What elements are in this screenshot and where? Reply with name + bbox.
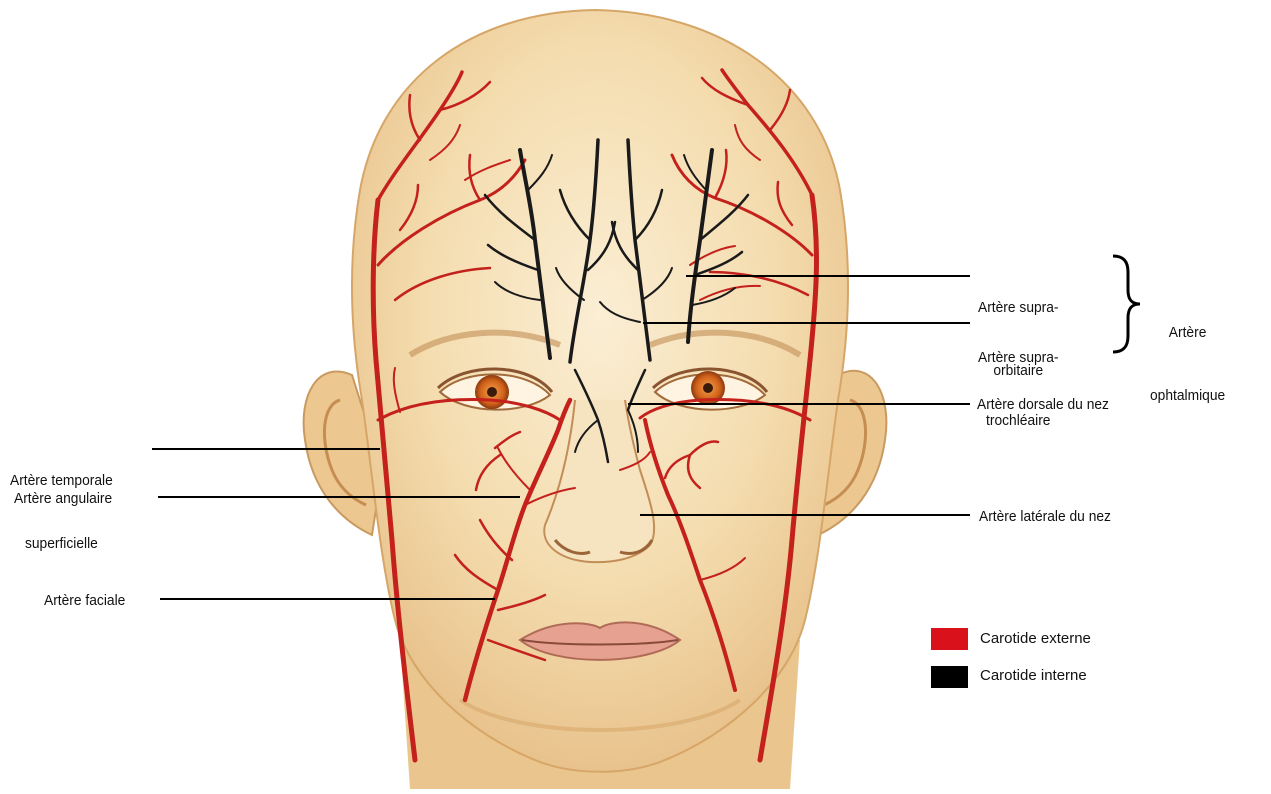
label-ophtalmique: Artère ophtalmique (1150, 280, 1225, 427)
legend-label-external: Carotide externe (980, 628, 1091, 650)
legend-swatch-external (931, 628, 968, 650)
label-laterale-nez: Artère latérale du nez (979, 506, 1111, 527)
label-faciale: Artère faciale (44, 590, 125, 611)
legend-swatch-internal (931, 666, 968, 688)
label-angulaire: Artère angulaire (14, 488, 112, 509)
label-supratrochleaire: Artère supra- trochléaire (978, 305, 1059, 452)
label-dorsale-nez: Artère dorsale du nez (977, 394, 1109, 415)
legend-label-internal: Carotide interne (980, 665, 1087, 687)
bracket-brace (1113, 256, 1140, 352)
